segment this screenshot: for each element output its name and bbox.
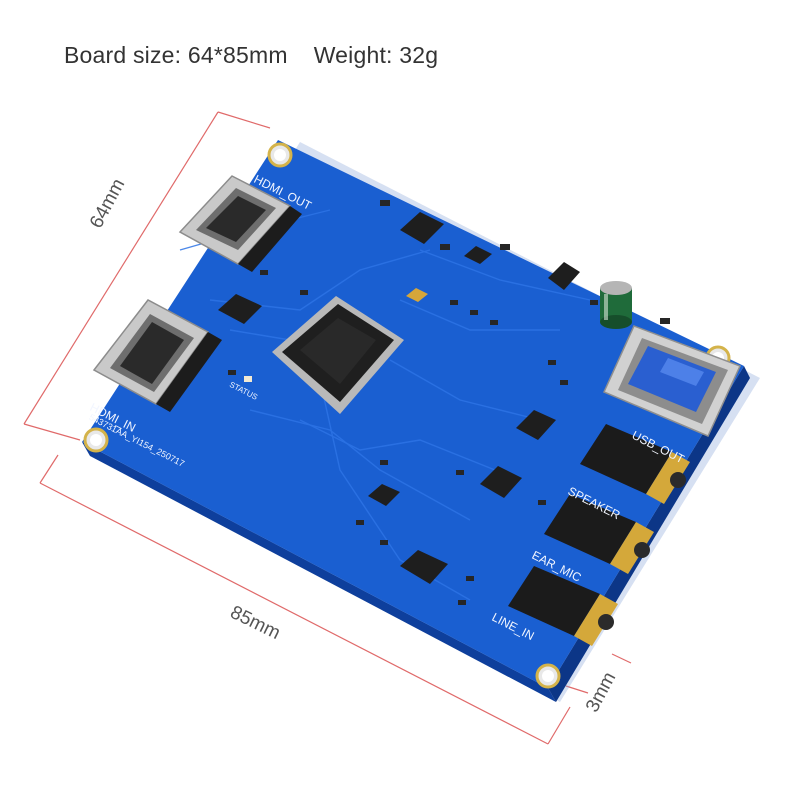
status-led <box>244 376 252 382</box>
dim-85-line <box>39 482 549 745</box>
audio-jack-ear-mic <box>544 494 654 574</box>
audio-jack-line-in <box>508 566 618 646</box>
dim-3-tick-bottom <box>565 685 589 694</box>
board-size-text: Board size: 64*85mm <box>64 42 288 68</box>
dimension-lines <box>23 111 632 745</box>
dim-3-tick-top <box>611 653 632 664</box>
hdmi-in-port <box>92 299 222 412</box>
dim-85-tick-right <box>547 706 571 745</box>
main-processor-chip <box>272 296 404 414</box>
electrolytic-capacitor <box>600 281 632 329</box>
dim-64-line <box>23 111 219 425</box>
small-ics <box>218 212 580 584</box>
weight-text: Weight: 32g <box>313 42 439 68</box>
dim-64-tick-top <box>217 111 271 129</box>
hdmi-out-port <box>178 175 302 272</box>
board-edge-front <box>82 442 556 702</box>
dim-85-tick-left <box>39 454 59 484</box>
smd-components <box>228 200 670 605</box>
usb-out-port <box>602 325 742 437</box>
product-caption: Board size: 64*85mm Weight: 32g <box>64 42 438 69</box>
dim-64-tick-bottom <box>23 423 81 441</box>
pcb-board <box>82 140 744 688</box>
audio-jack-speaker <box>580 424 690 504</box>
